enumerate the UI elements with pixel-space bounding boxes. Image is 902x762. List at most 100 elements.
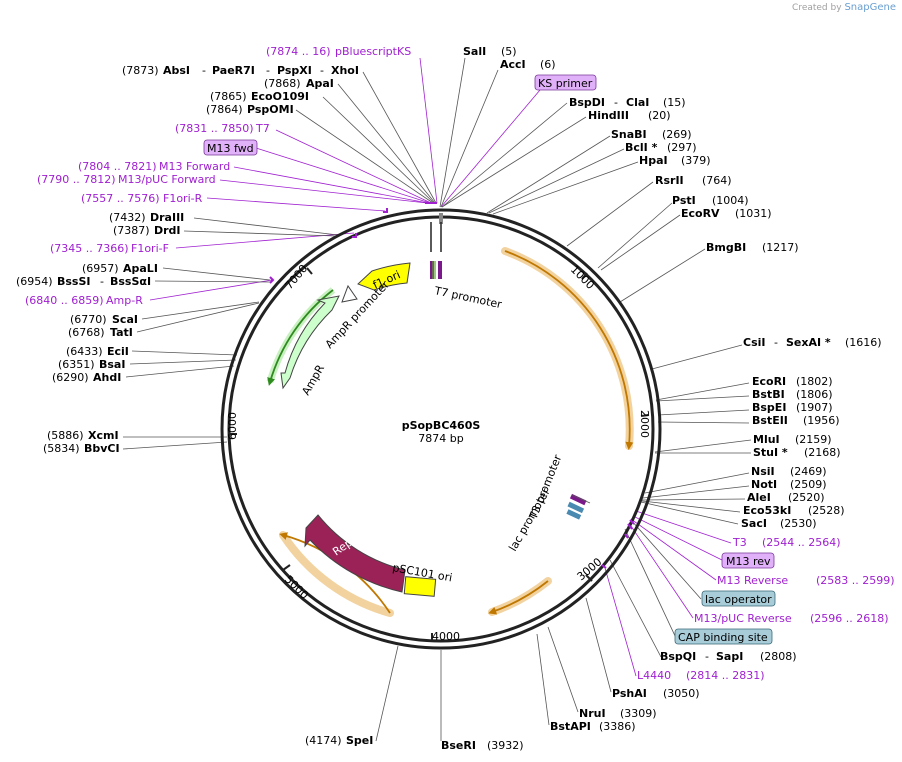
site-pos: (6433) <box>66 345 103 358</box>
site-pos: (7874 .. 16) <box>266 45 331 58</box>
site-name: F1ori-R <box>163 192 203 205</box>
tick-label-5000: 5000 <box>282 573 311 602</box>
site-name: BmgBI <box>706 241 746 254</box>
site-name: HindIII <box>588 109 629 122</box>
site-pos: (2808) <box>760 650 797 663</box>
orf-arc-1 <box>504 250 634 450</box>
site-name: pBluescriptKS <box>335 45 411 58</box>
site-name: BssSI <box>57 275 91 288</box>
ampr-feature <box>280 295 340 390</box>
site-name: T3 <box>732 536 747 549</box>
site-name: EcoRV <box>681 207 720 220</box>
f1-ori-feature <box>357 262 411 291</box>
site-name: Amp-R <box>106 294 143 307</box>
site-name: BsaI <box>99 358 125 371</box>
site-name: M13/pUC Forward <box>118 173 216 186</box>
site-pos: (6954) <box>16 275 53 288</box>
site-pos: (7873) <box>122 64 159 77</box>
site-pos: (6770) <box>70 313 107 326</box>
site-pos: (7790 .. 7812) <box>37 173 116 186</box>
site-pos: (1217) <box>762 241 799 254</box>
svg-text:-: - <box>705 650 709 663</box>
site-name: BseRI <box>441 739 476 752</box>
svg-text:-: - <box>100 275 104 288</box>
site-pos: (2814 .. 2831) <box>686 669 765 682</box>
tick-marks <box>229 267 650 641</box>
site-name: Eco53kI <box>743 504 791 517</box>
site-pos: (764) <box>702 174 732 187</box>
site-name: BclI * <box>625 141 658 154</box>
orf-arc-2-halo <box>488 577 552 616</box>
site-pos: (7864) <box>206 103 243 116</box>
site-pos: (1004) <box>712 194 749 207</box>
site-name: NsiI <box>751 465 775 478</box>
site-pos: (7865) <box>210 90 247 103</box>
site-pos: (7387) <box>113 224 150 237</box>
site-name: SexAI * <box>786 336 831 349</box>
site-pos: (2159) <box>795 433 832 446</box>
site-pos: (269) <box>662 128 692 141</box>
site-pos: (5) <box>501 45 517 58</box>
site-name: BssSαI <box>110 275 151 288</box>
credit-prefix: Created by <box>792 3 842 13</box>
site-name: PshAI <box>612 687 647 700</box>
site-pos: (1806) <box>796 388 833 401</box>
site-pos: (20) <box>648 109 671 122</box>
tick-label-2000: 2000 <box>638 410 651 438</box>
feature-label-ampr-promoter: AmpR promoter <box>323 278 392 351</box>
site-name: PspOMI <box>247 103 294 116</box>
site-name: XhoI <box>331 64 359 77</box>
site-name: BbvCI <box>84 442 120 455</box>
orf-arc-2 <box>488 580 549 615</box>
site-pos: (2596 .. 2618) <box>810 612 889 625</box>
t3-lac-glyphs <box>566 493 591 520</box>
site-name: XcmI <box>88 429 119 442</box>
site-labels: (7874 .. 16) pBluescriptKS SalI (5) AccI… <box>16 45 895 752</box>
tick-label-6000: 6000 <box>226 412 239 440</box>
site-name: MluI <box>753 433 780 446</box>
site-name: L4440 <box>637 669 671 682</box>
site-pos: (6768) <box>68 326 105 339</box>
svg-text:-: - <box>774 336 778 349</box>
site-box-label: KS primer <box>538 77 593 90</box>
site-pos: (7831 .. 7850) <box>175 122 254 135</box>
site-name: BstBI <box>752 388 785 401</box>
site-pos: (6) <box>540 58 556 71</box>
site-pos: (1031) <box>735 207 772 220</box>
leader-lines <box>122 57 752 742</box>
site-name: NruI <box>579 707 606 720</box>
site-name: SnaBI <box>611 128 647 141</box>
site-name: BspDI <box>569 96 605 109</box>
site-pos: (6957) <box>82 262 119 275</box>
site-name: ApaI <box>306 77 334 90</box>
site-pos: (379) <box>681 154 711 167</box>
site-name: ClaI <box>626 96 649 109</box>
site-name: DraIII <box>150 211 184 224</box>
site-pos: (5834) <box>43 442 80 455</box>
site-pos: (3386) <box>599 720 636 733</box>
site-name: T7 <box>255 122 270 135</box>
site-pos: (3050) <box>663 687 700 700</box>
site-name: EcoO109I <box>251 90 309 103</box>
site-pos: (7868) <box>264 77 301 90</box>
orf-arc-3-halo <box>279 531 394 617</box>
site-pos: (2509) <box>790 478 827 491</box>
site-name: BstAPI <box>550 720 591 733</box>
site-name: RsrII <box>655 174 684 187</box>
tick-labels: 1000 2000 3000 4000 5000 6000 7000 <box>226 262 651 643</box>
site-name: StuI * <box>753 446 788 459</box>
site-name: TatI <box>110 326 133 339</box>
site-box-label: M13 rev <box>726 555 771 568</box>
site-name: SpeI <box>346 734 373 747</box>
site-pos: (2528) <box>808 504 845 517</box>
site-pos: (1616) <box>845 336 882 349</box>
ampr-arc <box>267 289 334 386</box>
site-name: ApaLI <box>123 262 158 275</box>
site-pos: (7557 .. 7576) <box>81 192 160 205</box>
site-box-label: M13 fwd <box>207 142 254 155</box>
site-name: SalI <box>463 45 486 58</box>
site-name: PaeR7I <box>212 64 255 77</box>
site-name: M13/pUC Reverse <box>694 612 792 625</box>
site-pos: (297) <box>667 141 697 154</box>
